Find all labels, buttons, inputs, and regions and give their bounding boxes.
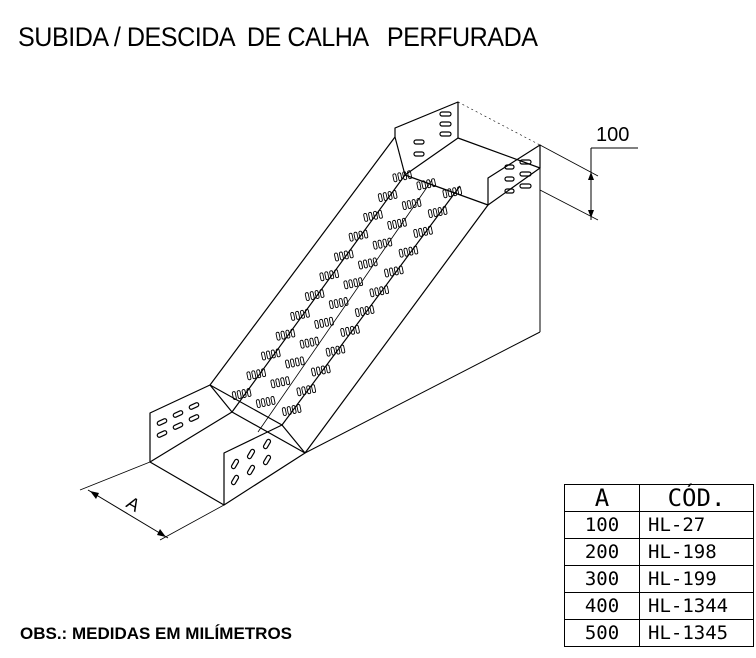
perforation-group [275, 328, 296, 341]
perforation-group [255, 396, 276, 408]
cell-code: HL-27 [639, 511, 754, 539]
table-row: 100 HL-27 [564, 511, 754, 539]
cell-a: 400 [564, 592, 640, 620]
cell-a: 200 [564, 538, 640, 566]
perforation-group [328, 297, 349, 309]
perforation-group [358, 257, 378, 270]
perforation-group [392, 170, 413, 183]
perforation-group [401, 198, 422, 210]
perforation-group [413, 225, 433, 238]
bottom-section [149, 384, 306, 506]
cell-a: 100 [564, 511, 640, 539]
code-table: A CÓD. 100 HL-27 200 HL-198 300 HL-199 4… [564, 484, 754, 647]
perforation-group [442, 186, 463, 199]
perforation-group [377, 190, 398, 202]
top-section [394, 101, 541, 206]
perforation-group [387, 217, 407, 230]
cell-code: HL-199 [639, 565, 754, 593]
perforation-group [334, 249, 354, 262]
perforation-group [299, 336, 320, 349]
code-table-header: A CÓD. [564, 484, 754, 512]
perforation-group [281, 404, 302, 416]
perforation-group [311, 364, 331, 377]
table-row: 200 HL-198 [564, 538, 754, 566]
top-side-slots [413, 111, 532, 194]
perforation-group [343, 277, 364, 290]
perforation-group [319, 269, 340, 282]
perforation-group [340, 324, 360, 337]
cell-code: HL-1344 [639, 592, 754, 620]
perforation-group [348, 229, 369, 242]
perforation-group [369, 285, 390, 298]
perforation-group [384, 265, 404, 278]
height-dimension-label: 100 [596, 124, 630, 146]
perforation-group [372, 237, 393, 250]
perforation-group [427, 206, 448, 218]
drawing-title: SUBIDA / DESCIDA DE CALHA PERFURADA [18, 22, 538, 52]
bottom-side-slots [156, 402, 272, 486]
cell-code: HL-198 [639, 538, 754, 566]
perforation-group [416, 178, 437, 191]
perforation-group [231, 388, 252, 400]
perforation-group [270, 376, 291, 389]
inclined-section [209, 136, 489, 454]
table-row: 400 HL-1344 [564, 592, 754, 620]
cell-a: 500 [564, 619, 640, 647]
perforation-group [290, 308, 310, 321]
perforation-group [285, 356, 305, 369]
cell-code: HL-1345 [639, 619, 754, 647]
perforation-group [398, 245, 419, 258]
perforation-group [314, 316, 334, 329]
measurement-note: OBS.: MEDIDAS EM MILÍMETROS [20, 624, 292, 643]
height-dimension [539, 144, 638, 221]
header-code: CÓD. [639, 484, 754, 512]
perforation-group [363, 209, 383, 222]
perforation-group [261, 348, 281, 361]
header-a: A [564, 484, 640, 512]
perforation-group [246, 368, 267, 381]
perforation-group [325, 344, 346, 357]
width-dimension [79, 461, 225, 541]
table-row: 500 HL-1345 [564, 619, 754, 647]
perforation-group [304, 289, 325, 301]
perforation-group [354, 305, 375, 317]
perforation-group [296, 384, 317, 397]
table-row: 300 HL-199 [564, 565, 754, 593]
cell-a: 300 [564, 565, 640, 593]
